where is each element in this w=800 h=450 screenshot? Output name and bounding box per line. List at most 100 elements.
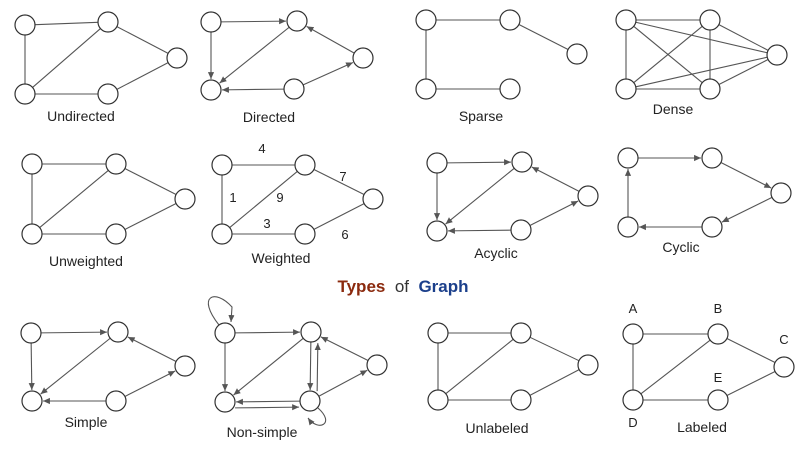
simple-node-0 [20, 322, 42, 344]
page-title: Types of Graph [337, 277, 468, 296]
acyclic-node-0 [426, 152, 448, 174]
simple-edge-0 [40, 329, 108, 336]
caption-cyclic: Cyclic [662, 239, 699, 255]
directed-edge-5 [221, 86, 285, 93]
node-label-d: D [628, 415, 637, 430]
unlabeled-edge-1 [529, 336, 580, 362]
dense-edge-6 [633, 25, 703, 84]
weighted-node-3 [294, 223, 316, 245]
cyclic-node-2 [770, 182, 792, 204]
sparse-node-4 [415, 78, 437, 100]
unweighted-node-3 [105, 223, 127, 245]
undirected-node-2 [166, 47, 188, 69]
weight-label-5: 6 [341, 227, 348, 242]
undirected-node-4 [14, 83, 36, 105]
dense-node-2 [766, 44, 788, 66]
acyclic-edge-3 [531, 166, 580, 192]
labeled-node-0 [622, 323, 644, 345]
acyclic-node-1 [511, 151, 533, 173]
weighted-edge-5 [229, 170, 298, 229]
labeled-node-1 [707, 323, 729, 345]
dense-edge-4 [718, 24, 769, 51]
unlabeled-node-4 [427, 389, 449, 411]
directed-node-0 [200, 11, 222, 33]
simple-node-3 [105, 390, 127, 412]
weighted-edge-1 [313, 168, 365, 196]
directed-edge-4 [302, 62, 354, 86]
unlabeled-node-1 [510, 322, 532, 344]
acyclic-edge-2 [445, 167, 515, 225]
acyclic-node-2 [577, 185, 599, 207]
caption-sparse: Sparse [459, 108, 504, 124]
dense-edge-8 [635, 56, 768, 88]
unlabeled-edge-5 [445, 338, 514, 395]
acyclic-edge-4 [529, 200, 579, 226]
labeled-node-2 [773, 356, 795, 378]
nonsimple-node-0 [214, 322, 236, 344]
weight-label-3: 9 [276, 190, 283, 205]
unweighted-node-2 [174, 188, 196, 210]
simple-edge-4 [124, 370, 176, 397]
directed-node-2 [352, 47, 374, 69]
title-part-of: of [395, 277, 409, 296]
weighted-node-1 [294, 154, 316, 176]
cyclic-edge-2 [721, 196, 773, 223]
unweighted-node-1 [105, 153, 127, 175]
acyclic-node-3 [510, 219, 532, 241]
dense-node-0 [615, 9, 637, 31]
labeled-edge-1 [726, 337, 776, 364]
cyclic-edge-1 [720, 162, 772, 189]
undirected-edge-1 [116, 26, 169, 54]
caption-unlabeled: Unlabeled [465, 420, 528, 436]
dense-edge-7 [718, 59, 769, 85]
undirected-node-1 [97, 11, 119, 33]
directed-edge-3 [306, 25, 355, 54]
labeled-edge-2 [726, 370, 776, 397]
cyclic-node-3 [701, 216, 723, 238]
sparse-node-1 [499, 9, 521, 31]
labeled-edge-5 [640, 339, 711, 395]
unlabeled-node-3 [510, 389, 532, 411]
caption-dense: Dense [653, 101, 694, 117]
directed-node-3 [283, 78, 305, 100]
weight-label-1: 7 [339, 169, 346, 184]
acyclic-edge-0 [446, 159, 512, 166]
nodes-layer [14, 9, 795, 413]
nonsimple-node-2 [366, 354, 388, 376]
directed-node-1 [286, 10, 308, 32]
title-part-types: Types [337, 277, 385, 296]
nonsimple-self-loop-1 [307, 407, 326, 426]
cyclic-node-0 [617, 147, 639, 169]
title-part-graph: Graph [418, 277, 468, 296]
edges-layer [24, 18, 776, 426]
sparse-node-2 [566, 43, 588, 65]
unweighted-node-4 [21, 223, 43, 245]
unweighted-edge-1 [124, 168, 177, 195]
nonsimple-node-4 [214, 391, 236, 413]
nonsimple-edge-5 [318, 369, 368, 397]
unlabeled-node-0 [427, 322, 449, 344]
unweighted-edge-5 [39, 169, 109, 229]
simple-node-4 [21, 390, 43, 412]
nonsimple-node-3 [299, 390, 321, 412]
simple-node-1 [107, 321, 129, 343]
dense-edge-1 [635, 21, 768, 54]
weight-label-4: 3 [263, 216, 270, 231]
undirected-node-0 [14, 14, 36, 36]
unweighted-edge-2 [124, 203, 177, 230]
acyclic-node-4 [426, 220, 448, 242]
caption-weighted: Weighted [252, 250, 311, 266]
simple-edge-1 [28, 342, 35, 391]
node-label-c: C [779, 332, 788, 347]
unlabeled-node-2 [577, 354, 599, 376]
directed-node-4 [200, 79, 222, 101]
weight-label-2: 1 [229, 190, 236, 205]
cyclic-node-4 [617, 216, 639, 238]
caption-nonsimple: Non-simple [227, 424, 298, 440]
weighted-edge-2 [313, 203, 365, 230]
unlabeled-edge-2 [529, 369, 580, 396]
simple-edge-3 [127, 336, 177, 362]
nonsimple-parallel-edge-0 [314, 343, 321, 392]
